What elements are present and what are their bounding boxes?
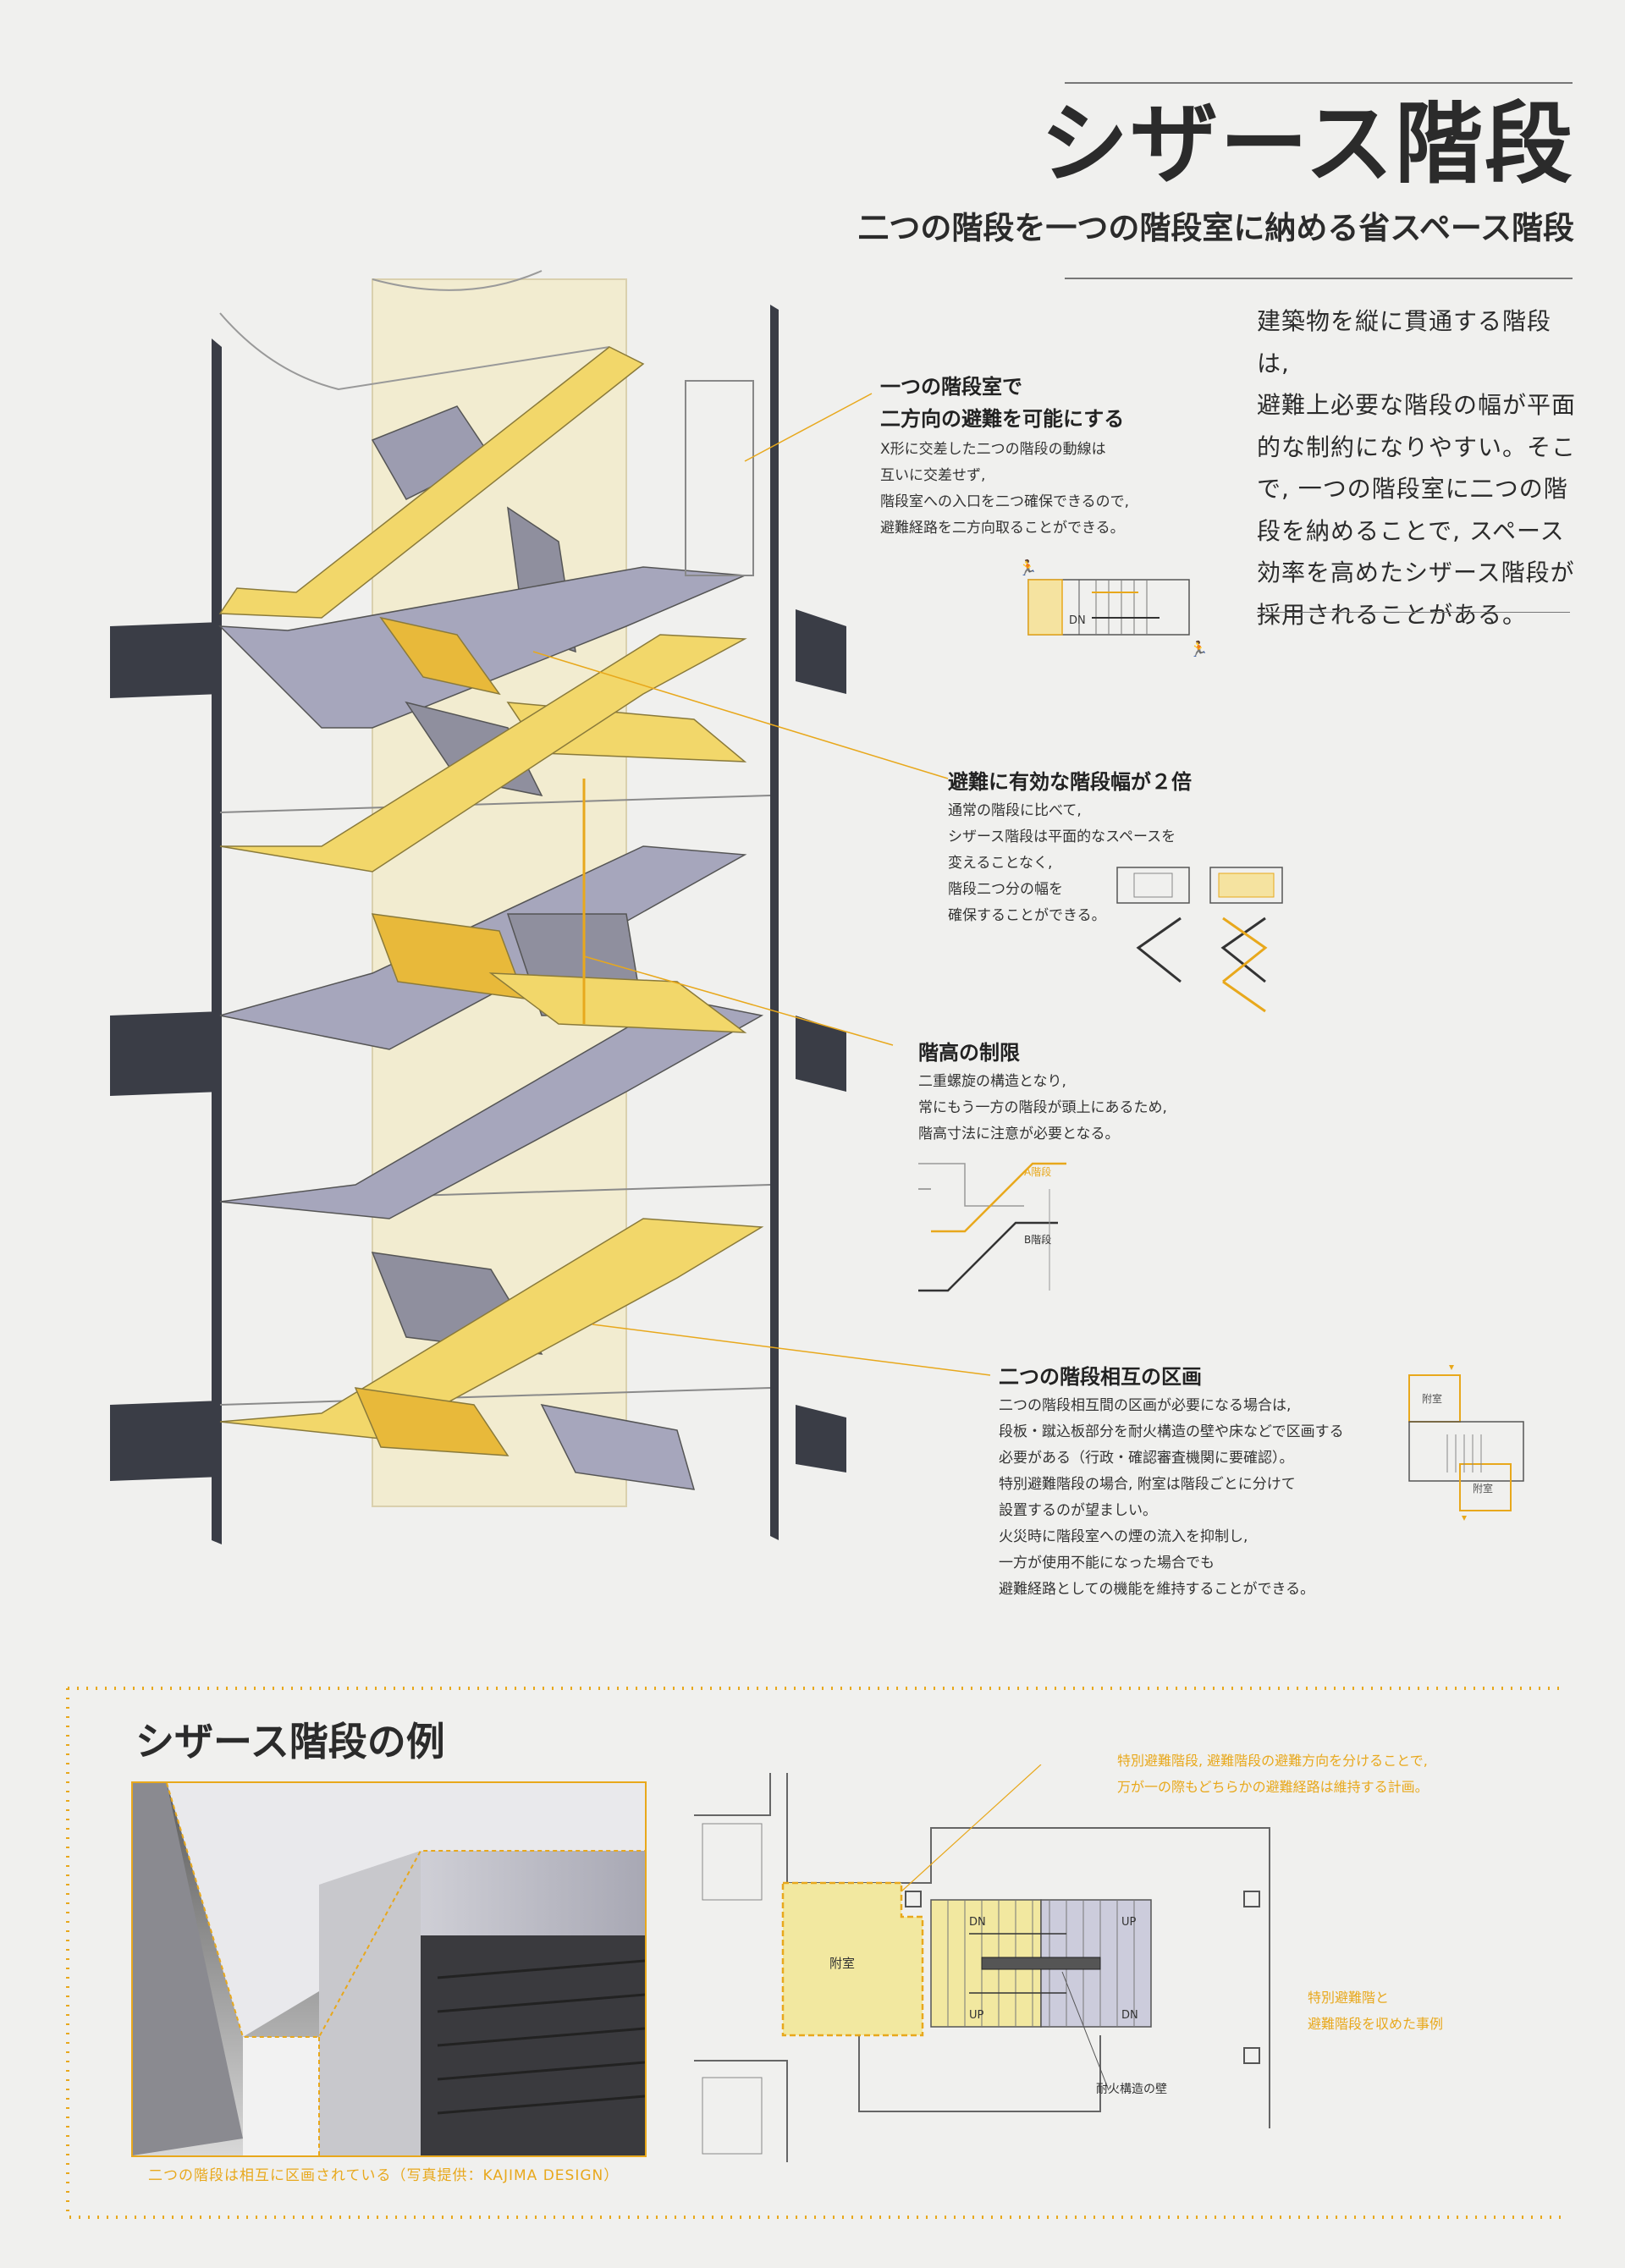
plan-side-note-line: 特別避難階と [1308, 1990, 1390, 2006]
dn-label: DN [1069, 614, 1086, 627]
example-title: シザース階段の例 [135, 1719, 445, 1764]
scissor-stair-illustration [110, 270, 846, 1544]
feature-heading: 避難に有効な階段幅が２倍 [948, 770, 1192, 794]
annex-label: 附室 [1422, 1392, 1442, 1405]
runner-icon: 🏃 [1189, 640, 1208, 658]
feature-line: 特別避難階段の場合, 附室は階段ごとに分けて [999, 1476, 1296, 1493]
feature-line: 二つの階段相互間の区画が必要になる場合は, [999, 1397, 1292, 1414]
feature-line: 階段二つ分の幅を [948, 881, 1063, 898]
plan-note: 特別避難階段, 避難階段の避難方向を分けることで, 万が一の際もどちらかの避難経… [1117, 1748, 1591, 1800]
feature-line: シザース階段は平面的なスペースを [948, 828, 1176, 845]
feature-compartment: 二つの階段相互の区画 二つの階段相互間の区画が必要になる場合は, 段板・蹴込板部… [999, 1361, 1405, 1603]
feature-line: 確保することができる。 [948, 907, 1106, 924]
runner-icon: 🏃 [1018, 559, 1037, 577]
plan-side-note-line: 避難階段を収めた事例 [1308, 2016, 1444, 2032]
feature-body: 二つの階段相互間の区画が必要になる場合は, 段板・蹴込板部分を耐火構造の壁や床な… [999, 1393, 1405, 1603]
intro-rule [1257, 612, 1570, 613]
feature-line: 変えることなく, [948, 855, 1053, 872]
feature-line: 二重螺旋の構造となり, [918, 1073, 1066, 1090]
dn-label: DN [969, 1916, 986, 1929]
up-label: UP [1121, 1916, 1137, 1929]
feature-body: X形に交差した二つの階段の動線は 互いに交差せず, 階段室への入口を二つ確保でき… [880, 437, 1236, 542]
annex-plan-diagram: 附室 附室 [1408, 1365, 1524, 1521]
a-stair-label: A階段 [1024, 1165, 1051, 1178]
intro-text: 建築物を縦に貫通する階段は, 避難上必要な階段の幅が平面 的な制約になりやすい。… [1257, 300, 1578, 636]
feature-body: 通常の階段に比べて, シザース階段は平面的なスペースを 変えることなく, 階段二… [948, 798, 1303, 929]
page-title: シザース階段 [1040, 91, 1574, 195]
feature-line: 互いに交差せず, [880, 467, 986, 484]
feature-floor-height: 階高の制限 二重螺旋の構造となり, 常にもう一方の階段が頭上にあるため, 階高寸… [918, 1037, 1274, 1148]
annex-label: 附室 [1473, 1482, 1493, 1495]
b-stair-label: B階段 [1024, 1233, 1051, 1246]
intro-line: 段を納めることで, スペース [1257, 516, 1565, 545]
feature-line: 設置するのが望ましい。 [999, 1502, 1157, 1519]
photo-caption: 二つの階段は相互に区画されている（写真提供：KAJIMA DESIGN） [148, 2167, 620, 2184]
feature-line: 段板・蹴込板部分を耐火構造の壁や床などで区画する [999, 1423, 1344, 1440]
intro-line: 避難上必要な階段の幅が平面 [1257, 391, 1577, 419]
width-comparison-diagram [1116, 867, 1283, 1013]
subtitle-rule [1065, 278, 1573, 279]
feature-line: 避難経路としての機能を維持することができる。 [999, 1581, 1315, 1598]
feature-line: 階高寸法に注意が必要となる。 [918, 1126, 1120, 1142]
feature-two-way-escape: 一つの階段室で 二方向の避難を可能にする X形に交差した二つの階段の動線は 互い… [880, 371, 1236, 542]
up-label: UP [969, 2009, 984, 2022]
feature-line: 避難経路を二方向取ることができる。 [880, 520, 1125, 537]
example-photo [131, 1781, 647, 2157]
feature-line: 通常の階段に比べて, [948, 802, 1082, 819]
two-way-plan-diagram: 🏃 🏃 DN [1018, 559, 1208, 658]
plan-side-note: 特別避難階と 避難階段を収めた事例 [1308, 1984, 1528, 2037]
feature-line: 一方が使用不能になった場合でも [999, 1555, 1215, 1572]
annex-label: 附室 [829, 1956, 855, 1971]
example-floor-plan: 附室 DN UP UP DN 耐火構造の壁 [694, 1764, 1270, 2162]
dn-label: DN [1121, 2009, 1138, 2022]
plan-note-line: 万が一の際もどちらかの避難経路は維持する計画。 [1117, 1779, 1429, 1795]
feature-heading: 一つの階段室で [880, 375, 1022, 399]
intro-line: で, 一つの階段室に二つの階 [1257, 475, 1568, 503]
intro-line: 的な制約になりやすい。そこ [1257, 432, 1577, 461]
floor-height-section-diagram: A階段 B階段 [918, 1162, 1066, 1292]
top-rule [1065, 82, 1573, 84]
feature-heading: 二方向の避難を可能にする [880, 407, 1125, 431]
feature-heading: 二つの階段相互の区画 [999, 1365, 1202, 1389]
intro-line: 建築物を縦に貫通する階段は, [1257, 307, 1552, 377]
fire-wall-label: 耐火構造の壁 [1096, 2083, 1167, 2096]
feature-body: 二重螺旋の構造となり, 常にもう一方の階段が頭上にあるため, 階高寸法に注意が必… [918, 1069, 1274, 1148]
feature-line: 必要がある（行政・確認審査機関に要確認）。 [999, 1450, 1294, 1467]
feature-line: 階段室への入口を二つ確保できるので, [880, 493, 1130, 510]
feature-line: X形に交差した二つの階段の動線は [880, 441, 1106, 458]
feature-double-width: 避難に有効な階段幅が２倍 通常の階段に比べて, シザース階段は平面的なスペースを… [948, 766, 1303, 929]
intro-line: 採用されることがある。 [1257, 600, 1528, 629]
page-subtitle: 二つの階段を一つの階段室に納める省スペース階段 [857, 210, 1574, 246]
feature-heading: 階高の制限 [918, 1041, 1020, 1065]
plan-note-line: 特別避難階段, 避難階段の避難方向を分けることで, [1117, 1753, 1428, 1769]
feature-line: 火災時に階段室への煙の流入を抑制し, [999, 1528, 1248, 1545]
feature-line: 常にもう一方の階段が頭上にあるため, [918, 1099, 1167, 1116]
intro-line: 効率を高めたシザース階段が [1257, 559, 1575, 586]
